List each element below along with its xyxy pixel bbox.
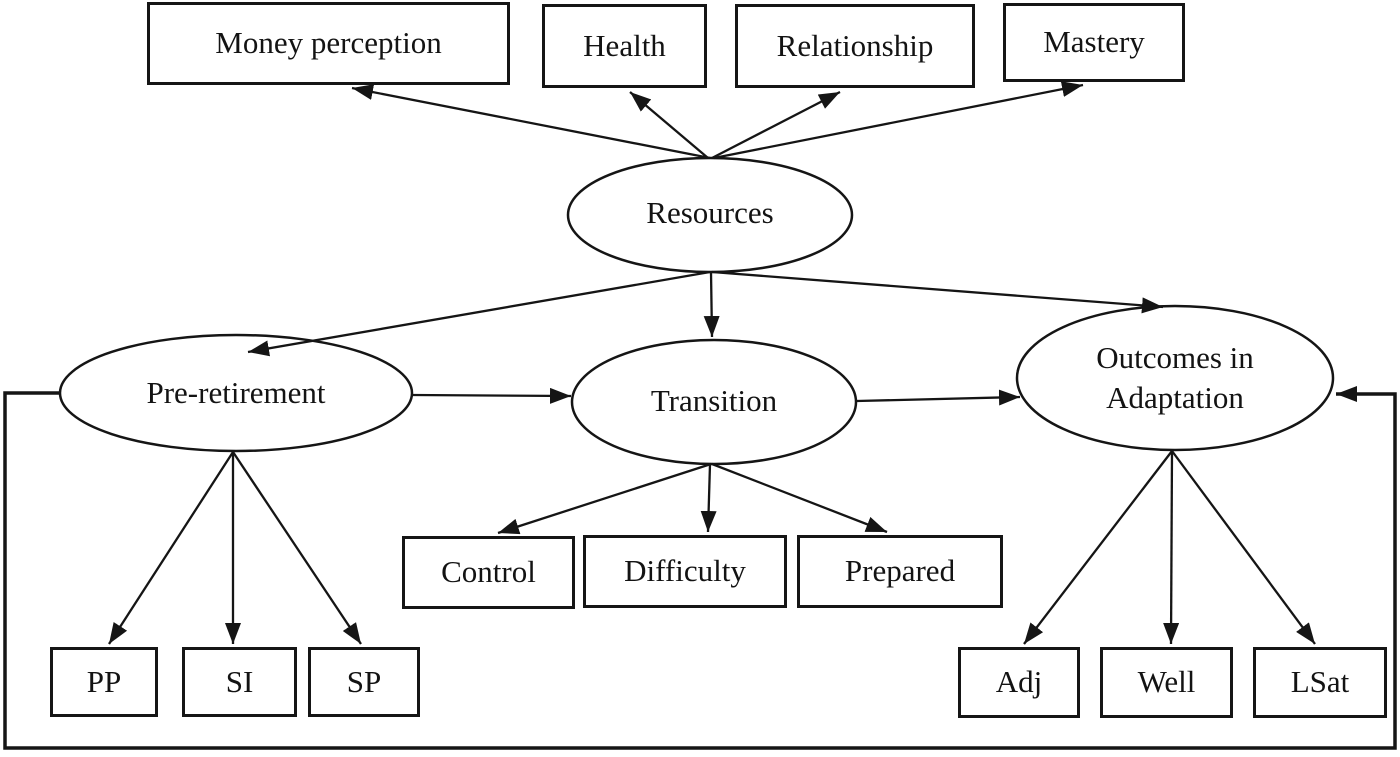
money-perception-label: Money perception — [215, 25, 442, 61]
resources-label: Resources — [646, 195, 774, 230]
health-box: Health — [542, 4, 707, 88]
mastery-label: Mastery — [1043, 24, 1145, 60]
arrow-outcomes-to-well — [1163, 450, 1180, 645]
prepared-label: Prepared — [844, 553, 956, 589]
arrow-resources-to-transition — [703, 271, 720, 338]
outcomes-label-line2: Adaptation — [1106, 380, 1244, 415]
sp-label: SP — [346, 663, 382, 699]
arrow-resources-to-relationship — [711, 90, 841, 160]
transition-label: Transition — [650, 383, 778, 418]
difficulty-label: Difficulty — [624, 553, 746, 589]
relationship-box: Relationship — [735, 4, 975, 88]
arrow-transition-to-control — [497, 462, 712, 535]
well-label: Well — [1137, 664, 1196, 700]
arrow-transition-to-difficulty — [700, 463, 717, 533]
mastery-box: Mastery — [1003, 3, 1185, 82]
si-box: SI — [182, 647, 297, 717]
feedback-path-pre-retirement-to-outcomes — [3, 386, 1397, 750]
well-box: Well — [1100, 647, 1233, 718]
prepared-box: Prepared — [797, 535, 1003, 608]
arrow-resources-to-pre-retirement — [247, 270, 711, 357]
control-box: Control — [402, 536, 575, 609]
arrow-outcomes-to-adj — [1023, 450, 1173, 645]
arrow-resources-to-outcomes — [711, 270, 1164, 314]
pp-box: PP — [50, 647, 158, 717]
arrow-resources-to-mastery — [713, 81, 1084, 160]
arrow-outcomes-to-lsat — [1171, 450, 1316, 645]
sp-box: SP — [308, 647, 420, 717]
outcomes-label: Outcomes in Adaptation — [1096, 338, 1254, 418]
control-label: Control — [441, 554, 536, 590]
arrow-resources-to-money-perception — [351, 84, 711, 160]
arrow-transition-to-outcomes — [856, 389, 1021, 406]
adj-box: Adj — [958, 647, 1080, 718]
si-label: SI — [225, 663, 254, 699]
relationship-label: Relationship — [776, 27, 934, 63]
lsat-label: LSat — [1290, 664, 1350, 700]
money-perception-box: Money perception — [147, 2, 510, 85]
adj-label: Adj — [995, 664, 1043, 700]
pre-retirement-label: Pre-retirement — [146, 375, 326, 410]
arrow-resources-to-health — [629, 91, 709, 159]
health-label: Health — [583, 27, 666, 63]
arrow-transition-to-prepared — [711, 462, 888, 534]
arrow-pre-retirement-to-pp — [108, 451, 234, 645]
outcomes-ellipse — [1015, 304, 1335, 452]
arrow-pre-retirement-to-transition — [412, 387, 572, 404]
pp-label: PP — [86, 663, 122, 699]
arrow-pre-retirement-to-sp — [232, 451, 362, 645]
lsat-box: LSat — [1253, 647, 1387, 718]
outcomes-label-line1: Outcomes in — [1096, 340, 1254, 375]
difficulty-box: Difficulty — [583, 535, 787, 608]
